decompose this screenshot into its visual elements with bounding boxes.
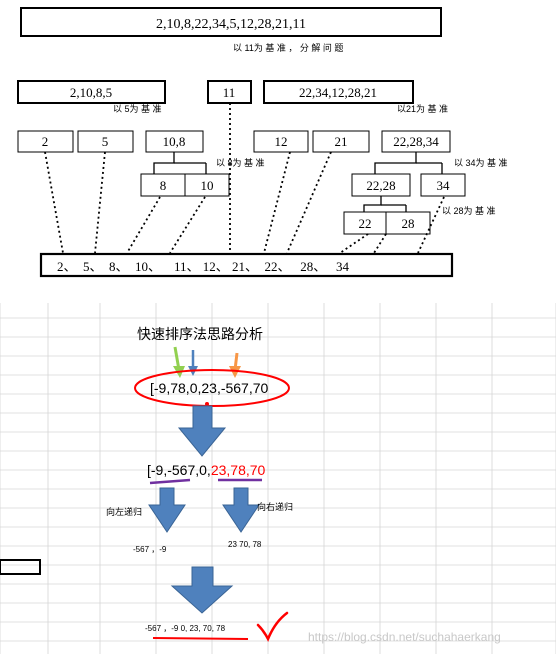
node-34: 34 xyxy=(437,178,451,193)
node-34-box xyxy=(420,173,466,197)
left-pivot-note: 以 5为 基 准 xyxy=(113,103,162,114)
right-partition-box xyxy=(263,80,414,104)
recursion-tree: 2,10,8,22,34,5,12,28,21,11 以 11为 基 准 ， 分… xyxy=(17,7,508,278)
node-21: 21 xyxy=(335,134,348,149)
node-12-box xyxy=(253,130,309,153)
left-recursion-result: -567 ，-9 xyxy=(133,545,167,554)
node-5-box xyxy=(77,130,134,153)
rc-pivot-note: 以 34为 基 准 xyxy=(454,157,508,168)
node-22: 22 xyxy=(359,216,372,231)
orange-pointer-arrowhead xyxy=(229,366,241,378)
spreadsheet-grid xyxy=(0,303,556,654)
dotted-leaders xyxy=(44,103,445,254)
check-mark-icon xyxy=(256,611,289,643)
node-10: 10 xyxy=(201,178,214,193)
pointer-arrows xyxy=(173,346,241,378)
right-recursion-label: 向右递归 xyxy=(257,501,293,512)
big-down-arrow-2 xyxy=(170,566,234,614)
node-5: 5 xyxy=(102,134,109,149)
sorted-result-box xyxy=(39,252,454,278)
final-sorted-result: -567 ，-9 0, 23, 70, 78 xyxy=(145,624,226,633)
left-recursion-label: 向左递归 xyxy=(106,506,142,517)
input-array: [-9,78,0,23,-567,70 xyxy=(150,380,269,396)
root-pivot-note: 以 11为 基 准 ， 分 解 问 题 xyxy=(233,42,343,53)
leader-5 xyxy=(94,151,106,254)
leader-2 xyxy=(44,151,64,254)
rca-pivot-note: 以 28为 基 准 xyxy=(442,205,496,216)
analysis-title: 快速排序法思路分析 xyxy=(137,326,263,342)
lc-pivot-note: 以 8为 基 准 xyxy=(216,157,265,168)
connector-22-28-34 xyxy=(374,152,417,174)
connector-22-28 xyxy=(363,196,382,212)
pivot-dot-mark xyxy=(205,402,209,406)
leader-34 xyxy=(417,196,445,254)
leader-8 xyxy=(126,196,161,254)
selected-cell-fragment xyxy=(0,559,41,575)
right-pivot-note: 以21为 基 准 xyxy=(397,103,448,114)
left-underline-mark xyxy=(149,478,191,485)
left-partition-box xyxy=(17,80,166,104)
connector-10-8 xyxy=(153,152,175,174)
leader-21 xyxy=(286,151,332,254)
right-partition: 22,34,12,28,21 xyxy=(299,85,377,100)
leader-12 xyxy=(263,151,291,254)
node-10-box xyxy=(184,173,230,197)
left-recursion-arrow xyxy=(148,487,186,533)
left-partition: 2,10,8,5 xyxy=(70,85,112,100)
partition-left: [-9,-567,0,23,78,70 xyxy=(147,462,266,478)
node-21-box xyxy=(312,130,370,153)
root-node-box xyxy=(20,7,442,37)
node-8: 8 xyxy=(160,178,167,193)
root-node: 2,10,8,22,34,5,12,28,21,11 xyxy=(156,17,306,32)
node-12: 12 xyxy=(275,134,288,149)
node-2: 2 xyxy=(42,134,49,149)
watermark-text: https://blog.csdn.net/suchahaerkang xyxy=(308,630,501,644)
right-recursion-result: 23 70, 78 xyxy=(228,540,262,549)
pivot-value: 11 xyxy=(223,85,236,100)
node-10-8: 10,8 xyxy=(163,134,186,149)
big-down-arrow-1 xyxy=(177,405,227,457)
node-28: 28 xyxy=(402,216,415,231)
leader-22 xyxy=(339,233,369,254)
node-22-28-34: 22,28,34 xyxy=(393,134,439,149)
leader-10 xyxy=(169,196,206,254)
node-22-28: 22,28 xyxy=(366,178,395,193)
sorted-result: 2、 5、 8、 10、 11、 12、 21、 22、 28、 34 xyxy=(57,259,350,274)
final-underline-mark xyxy=(152,637,249,640)
analysis-sheet: 快速排序法思路分析 [-9,78,0,23,-567,70 [-9,-567,0… xyxy=(0,303,556,654)
node-28-box xyxy=(385,211,431,235)
right-recursion-arrow xyxy=(222,487,260,533)
leader-28 xyxy=(373,233,387,254)
